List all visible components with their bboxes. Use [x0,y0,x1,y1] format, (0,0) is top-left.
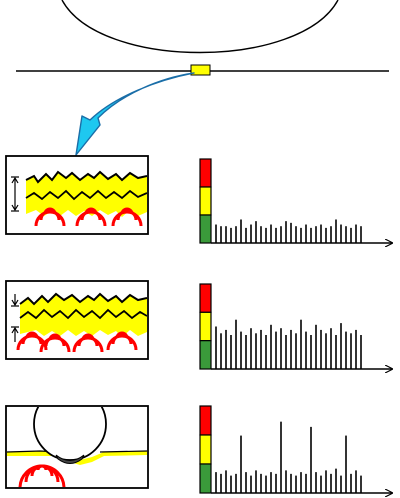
scale-yellow-segment [199,186,212,216]
upper-surface-profile [19,292,147,306]
panel-boundary-contact [5,405,149,489]
scale-red-segment [199,405,212,436]
lower-surface-profile [19,308,147,320]
signal-chart-full-film [199,158,392,244]
scale-yellow-segment [199,434,212,465]
scale-red-segment [199,283,212,313]
scale-green-segment [199,214,212,244]
contact-zone-marker [190,64,211,76]
lower-surface-profile [25,189,147,201]
film-thickness-indicator [11,294,19,342]
panel-mixed-film [5,280,149,360]
contact-pressure-waves [18,464,66,487]
zoom-arrow [75,72,195,156]
scale-yellow-segment [199,311,212,342]
signal-chart-mixed-film [199,283,392,370]
scale-red-segment [199,158,212,188]
panel-full-film [5,155,149,235]
contact-patch [55,454,85,464]
lubricant-film [7,451,147,465]
contact-pressure-waves [34,207,143,227]
contact-pressure-waves [16,331,138,353]
scale-green-segment [199,463,212,494]
film-thickness-indicator [11,176,19,212]
signal-chart-boundary-contact [199,405,392,494]
upper-surface-profile [25,170,147,184]
roller [33,407,107,461]
scale-green-segment [199,340,212,370]
overview-contact [16,0,389,156]
roller-outline [61,0,339,54]
